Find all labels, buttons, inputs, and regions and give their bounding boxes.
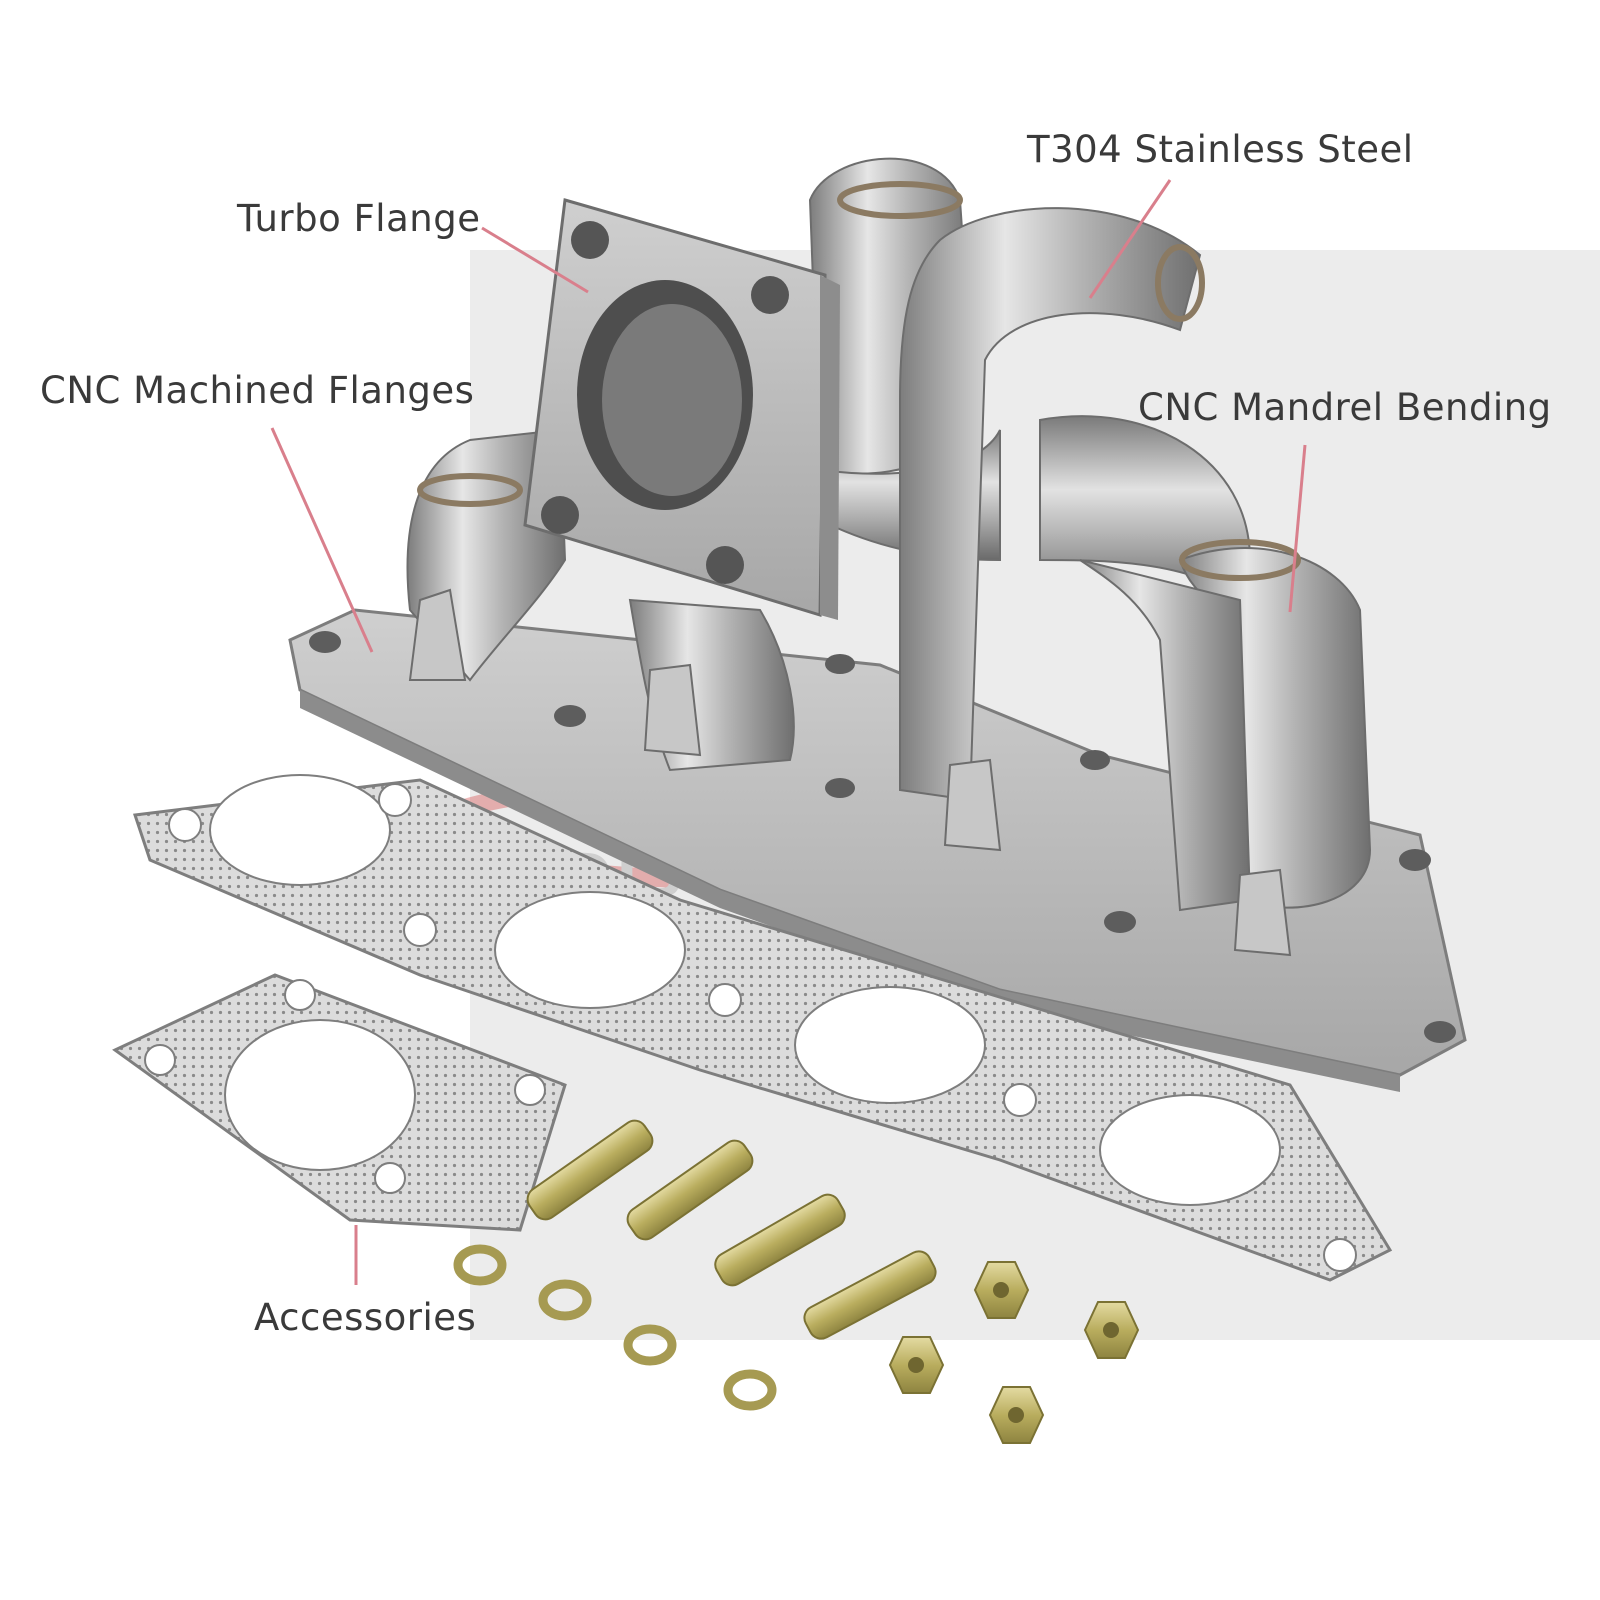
callout-cnc-machined-flanges: CNC Machined Flanges (40, 369, 475, 412)
lock-washers (453, 1244, 777, 1411)
callout-accessories: Accessories (254, 1296, 477, 1339)
callout-turbo-flange: Turbo Flange (237, 197, 481, 240)
callout-leader-lines (270, 179, 1307, 1285)
mounting-studs (526, 1119, 937, 1340)
exhaust-manifold-gasket (132, 774, 1393, 1282)
callout-t304-stainless-steel: T304 Stainless Steel (1027, 128, 1414, 171)
manifold-runners (406, 157, 1372, 912)
turbo-flange-gasket (112, 973, 567, 1232)
turbo-flange (523, 198, 840, 620)
manifold-base-plate (288, 608, 1467, 1092)
callout-cnc-mandrel-bending: CNC Mandrel Bending (1138, 386, 1552, 429)
weld-gussets (408, 588, 1292, 957)
